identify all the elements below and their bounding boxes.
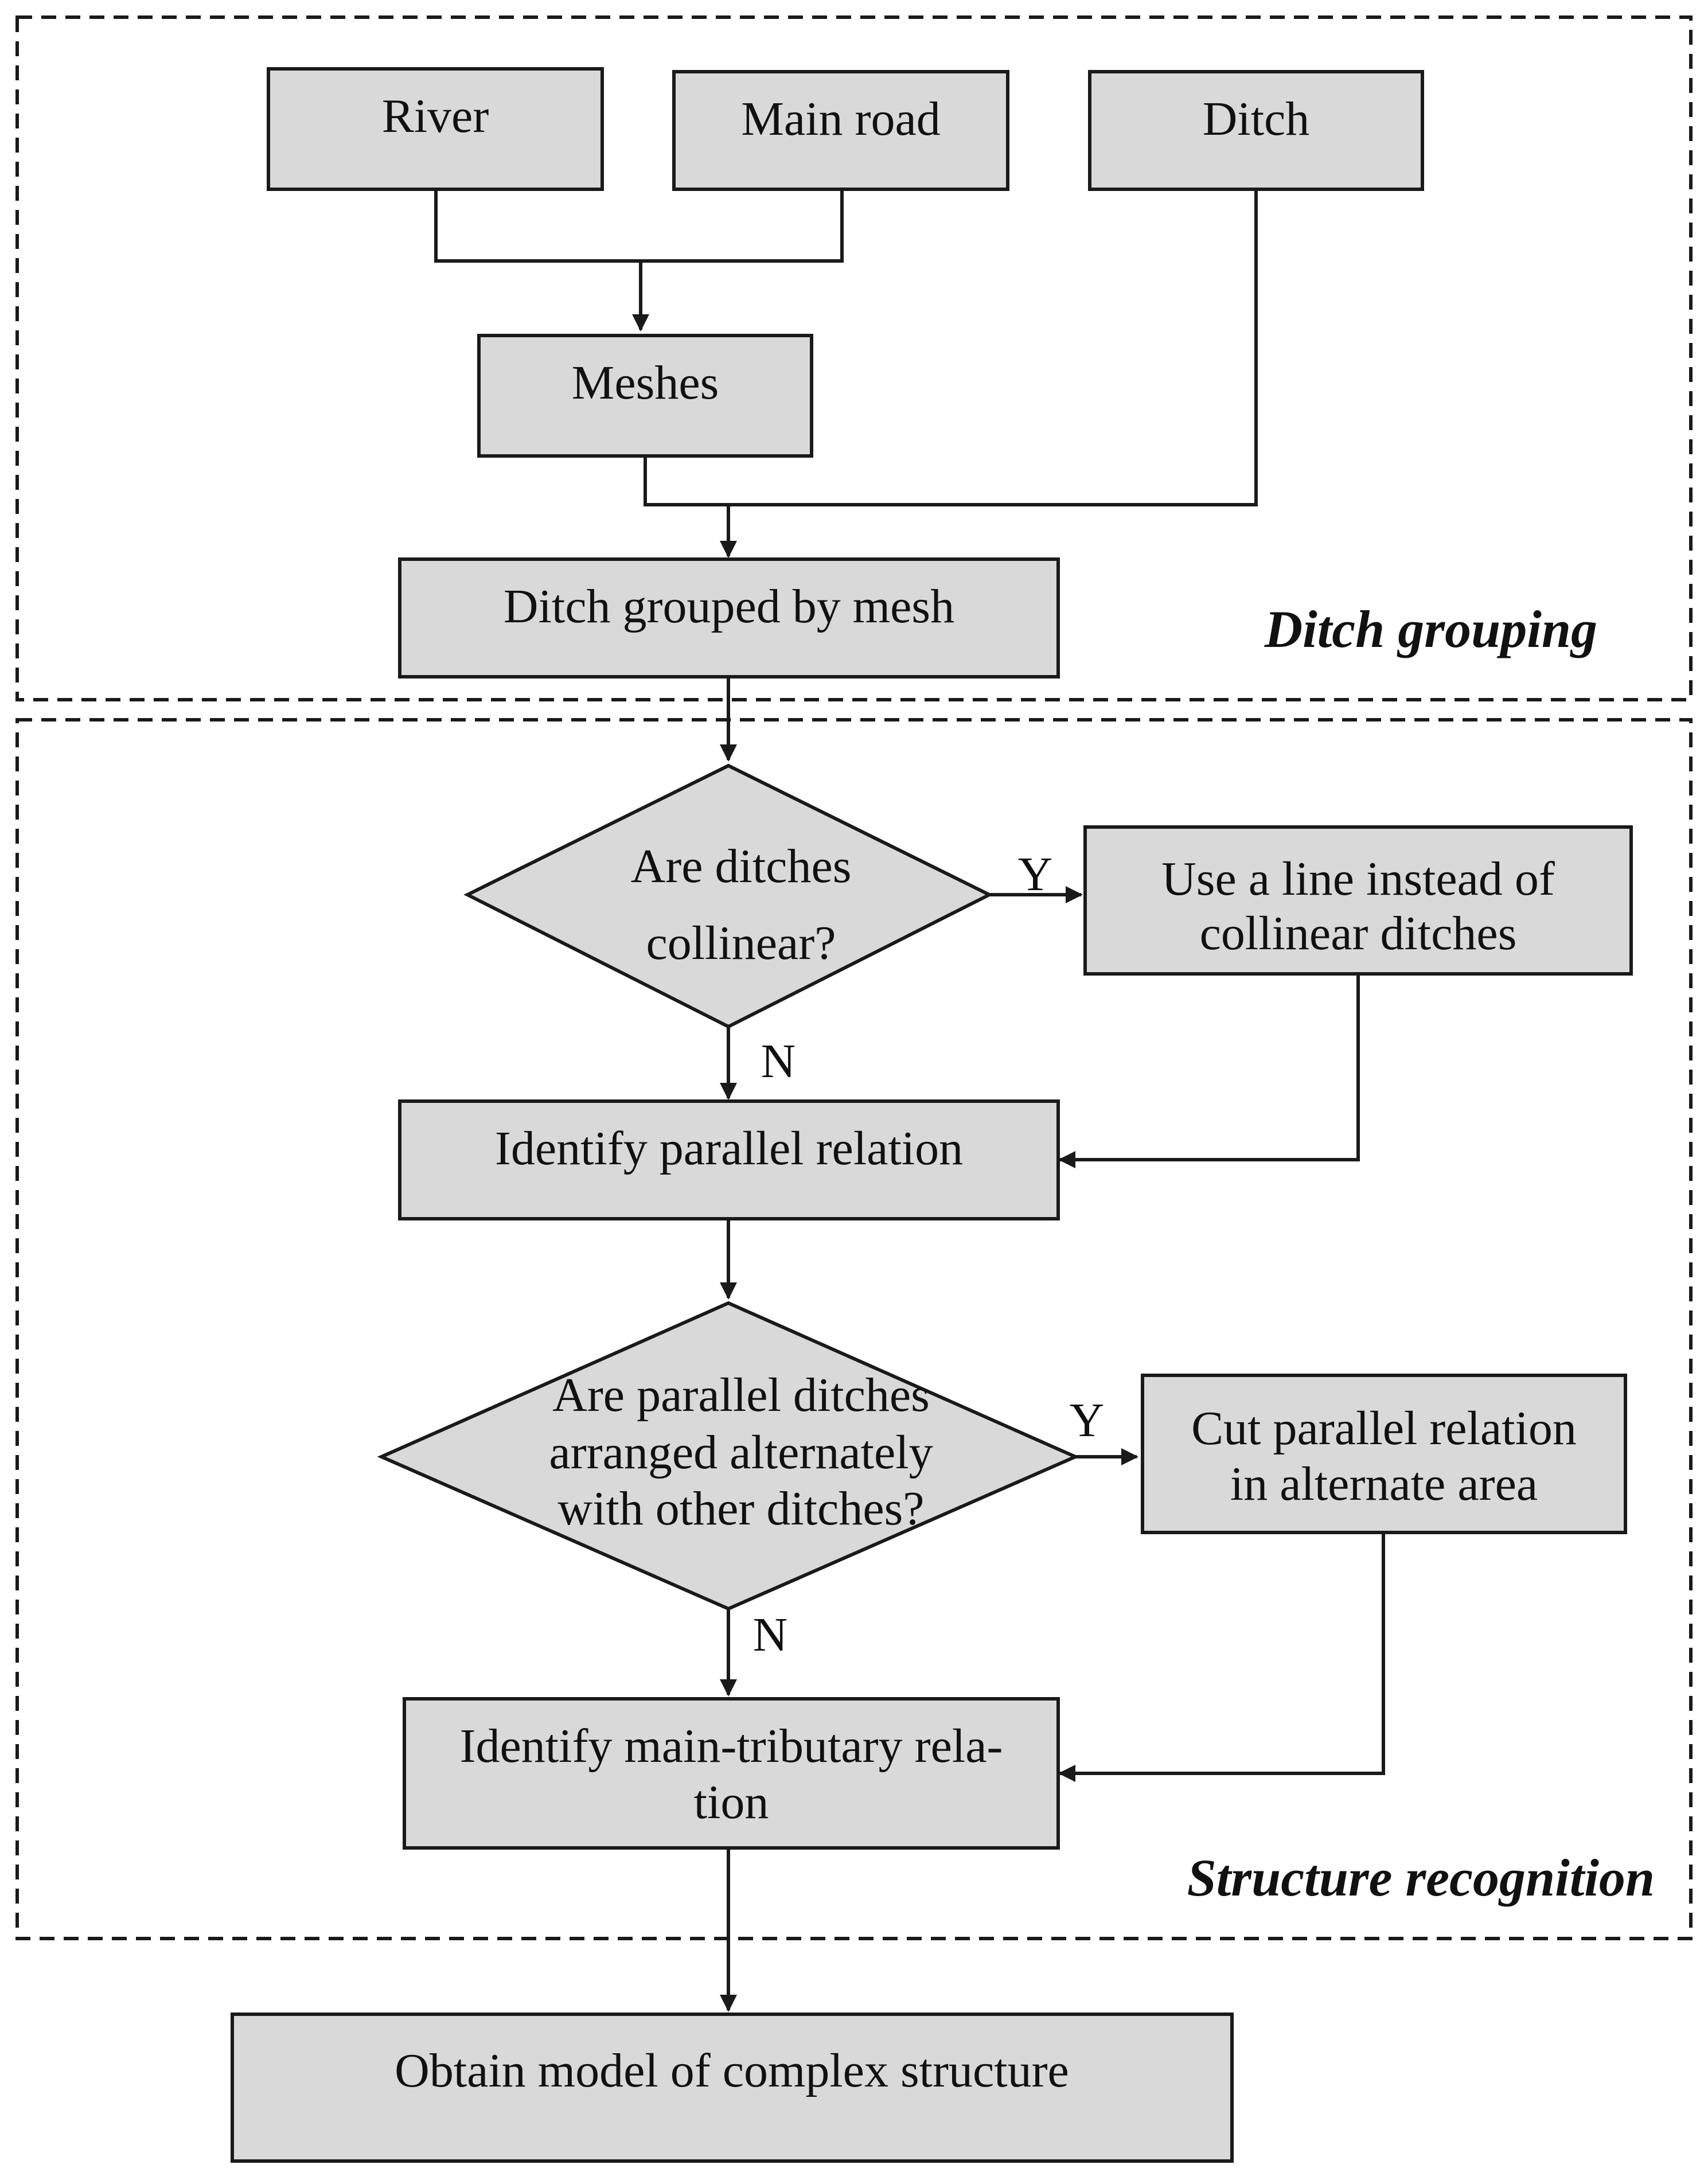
obtain-model-label: Obtain model of complex structure — [395, 2044, 1069, 2097]
meshes-label: Meshes — [572, 356, 719, 410]
main-road-box: Main road — [672, 70, 1009, 191]
collinear-question-line-1: Are ditches — [631, 840, 852, 893]
ditch-grouped-box: Ditch grouped by mesh — [398, 557, 1060, 678]
alternate-question-line-3: with other ditches? — [557, 1482, 924, 1535]
ditch-box: Ditch — [1088, 70, 1424, 191]
use-line-label-2: collinear ditches — [1200, 907, 1517, 960]
ditch-grouping-region — [15, 15, 1693, 701]
identify-main-label-1: Identify main-tributary rela- — [460, 1719, 1003, 1773]
arrow-use-line-to-parallel — [1058, 974, 1360, 1168]
alternate-question-line-1: Are parallel ditches — [552, 1368, 930, 1422]
identify-parallel-box: Identify parallel relation — [398, 1099, 1060, 1220]
meshes-ditch-merge-line — [644, 189, 1258, 506]
identify-main-box: Identify main-tributary rela- tion — [403, 1697, 1060, 1850]
alternate-no-label: N — [753, 1608, 788, 1662]
collinear-no-label: N — [761, 1035, 796, 1088]
river-box: River — [267, 67, 604, 191]
river-label: River — [382, 89, 489, 143]
alternate-decision: Are parallel ditches arranged alternatel… — [377, 1301, 1080, 1611]
alternate-question-line-2: arranged alternately — [549, 1426, 933, 1479]
collinear-yes-label: Y — [1018, 848, 1053, 901]
use-line-box: Use a line instead of collinear ditches — [1083, 825, 1633, 976]
ditch-grouping-title: Ditch grouping — [1264, 600, 1597, 658]
meshes-box: Meshes — [477, 334, 813, 458]
ditch-grouped-label: Ditch grouped by mesh — [504, 580, 954, 633]
connectors — [434, 189, 1385, 2012]
ditch-label: Ditch — [1203, 92, 1310, 146]
cut-parallel-label-2: in alternate area — [1230, 1457, 1538, 1511]
collinear-decision: Are ditches collinear? — [463, 763, 993, 1029]
identify-main-label-2: tion — [694, 1776, 769, 1829]
cut-parallel-box: Cut parallel relation in alternate area — [1141, 1374, 1627, 1534]
collinear-question-line-2: collinear? — [646, 916, 836, 970]
obtain-model-box: Obtain model of complex structure — [231, 2013, 1234, 2163]
use-line-label-1: Use a line instead of — [1161, 852, 1555, 906]
structure-recognition-title: Structure recognition — [1187, 1848, 1655, 1907]
river-road-merge-line — [434, 189, 844, 263]
main-road-label: Main road — [741, 92, 941, 146]
cut-parallel-label-1: Cut parallel relation — [1191, 1402, 1577, 1455]
identify-parallel-label: Identify parallel relation — [495, 1122, 963, 1175]
arrow-cut-to-main — [1058, 1532, 1385, 1782]
alternate-yes-label: Y — [1070, 1394, 1105, 1447]
